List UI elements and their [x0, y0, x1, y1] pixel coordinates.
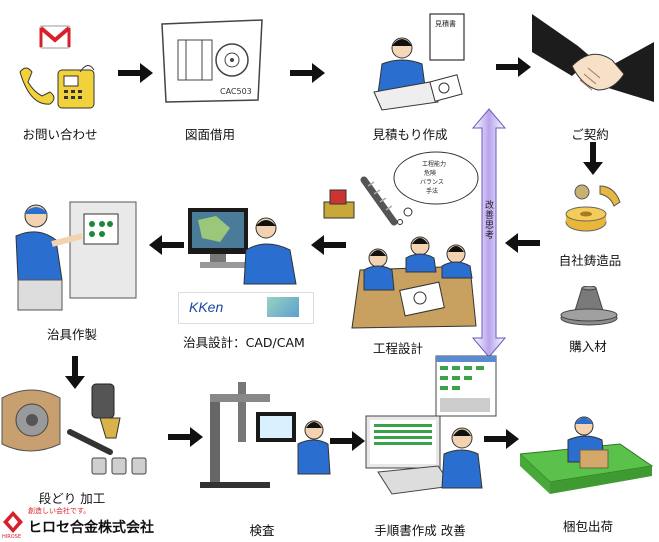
drawing-illustration: CAC503: [161, 19, 263, 103]
step-label-estimate: 見積もり作成: [372, 127, 448, 142]
inquiry-illustration: [19, 25, 95, 109]
step-label-jig-design: 治具設計：CAD/CAM: [183, 335, 305, 350]
step-label-setup-machining: 段どり 加工: [38, 491, 106, 506]
setup-machining-illustration: [1, 383, 147, 475]
drill-tool-icon: [360, 176, 398, 226]
packing-illustration: [520, 416, 654, 494]
vise-icon: [323, 189, 355, 219]
step-label-contract: ご契約: [571, 127, 609, 142]
casting-illustration: [565, 184, 621, 232]
step-label-jig-making: 治具作製: [46, 327, 98, 342]
process-design-illustration: 工程能力 危険 バランス 手法: [323, 151, 479, 329]
arrow-right-icon: [484, 429, 519, 449]
arrow-left-icon: [149, 235, 184, 255]
step-label-inspection: 検査: [249, 523, 275, 538]
arrow-right-icon: [290, 63, 325, 83]
cad-thumbnail: [267, 297, 299, 317]
arrow-down-icon: [583, 142, 603, 175]
arrow-down-icon: [65, 356, 85, 389]
arrow-left-icon: [311, 235, 346, 255]
thought-bubble-icon: 工程能力 危険 バランス 手法: [393, 151, 479, 225]
step-label-inquiry: お問い合わせ: [22, 127, 98, 142]
arrow-right-icon: [168, 427, 203, 447]
estimate-doc-text: 見積書: [435, 19, 456, 28]
company-brand-small: HIROSE: [2, 534, 21, 540]
step-label-drawing-loan: 図面借用: [184, 127, 236, 142]
improvement-vertical-text: 改善思考: [483, 200, 493, 240]
step-label-packing-shipping: 梱包出荷: [562, 519, 614, 534]
thought-line-4: 手法: [426, 187, 438, 195]
tool-holder-icon: [91, 383, 121, 439]
company-logo: 創造しい会社です。 ヒロセ合金株式会社 HIROSE: [2, 506, 202, 540]
step-label-process-design: 工程設計: [372, 341, 424, 356]
company-name: ヒロセ合金株式会社: [28, 520, 154, 536]
mail-icon: [39, 25, 71, 49]
spreadsheet-icon: [435, 355, 497, 417]
jig-design-illustration: [188, 208, 297, 285]
step-label-in-house-casting: 自社鋳造品: [558, 253, 622, 268]
thought-line-1: 工程能力: [422, 160, 446, 168]
kken-logo: KKen: [189, 299, 224, 315]
inspection-illustration: [200, 382, 331, 488]
handshake-illustration: [532, 14, 654, 102]
phone-icon: [19, 65, 95, 109]
arrow-right-icon: [118, 63, 153, 83]
arrow-right-icon: [330, 431, 365, 451]
thought-line-3: バランス: [420, 179, 444, 186]
jig-making-illustration: [15, 201, 137, 311]
meeting-scene: [351, 236, 477, 329]
arrow-right-icon: [496, 57, 531, 77]
purchased-material-illustration: [560, 286, 618, 326]
arrow-left-icon: [505, 233, 540, 253]
thought-line-2: 危険: [424, 169, 436, 177]
drawing-code: CAC503: [220, 87, 252, 96]
step-label-purchased-material: 購入材: [569, 339, 607, 354]
company-mark-icon: [3, 511, 23, 533]
step-label-manual-improvement: 手順書作成 改善: [374, 523, 466, 538]
company-tagline: 創造しい会社です。: [28, 507, 91, 515]
estimate-illustration: 見積書: [373, 13, 465, 111]
cad-software-banner: KKen: [178, 292, 314, 324]
manual-creation-illustration: [365, 355, 497, 495]
